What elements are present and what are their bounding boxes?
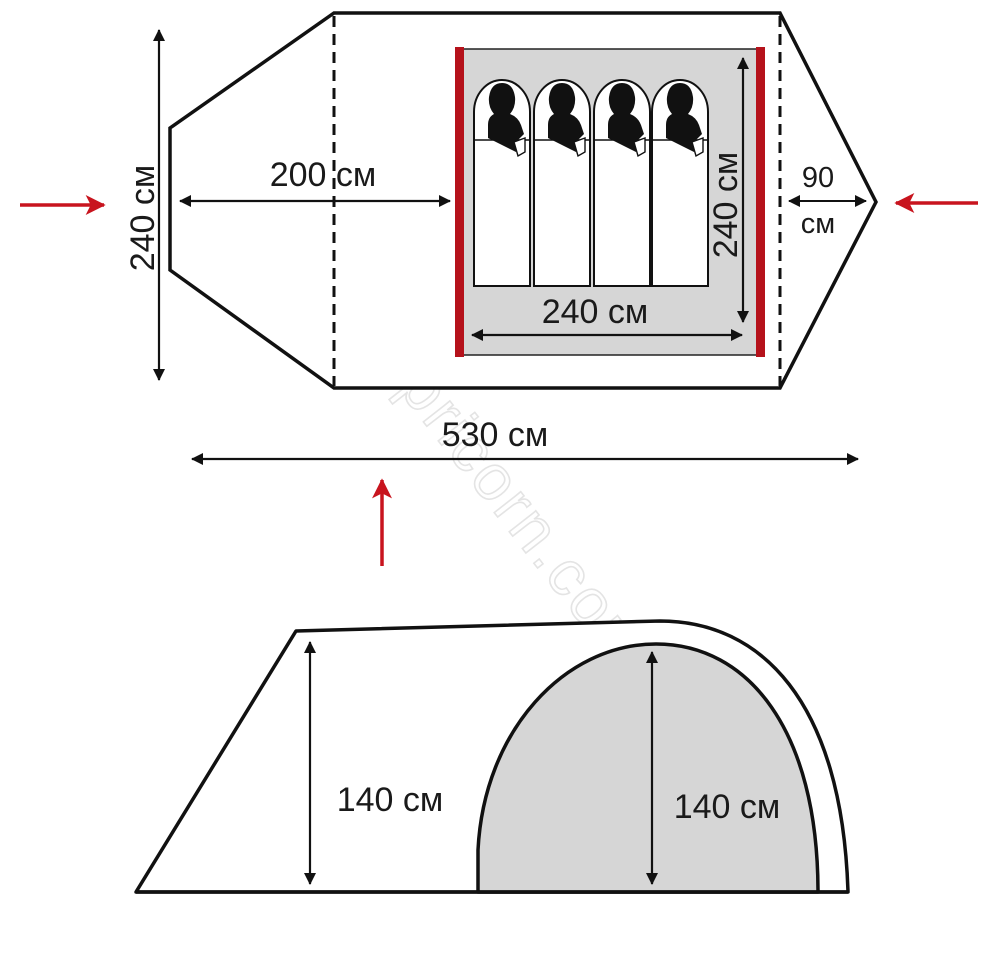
overall-width-label: 240 см (124, 165, 162, 272)
person-icon (608, 83, 644, 152)
sleeping-bag (473, 79, 531, 287)
pole-right (756, 47, 765, 357)
inner-width-label: 240 см (542, 293, 649, 331)
person-icon (488, 83, 524, 152)
inner-height-label: 140 см (674, 788, 781, 826)
rear-apse-unit: см (801, 208, 835, 240)
total-length-label: 530 см (442, 416, 549, 454)
sleeping-bag (593, 79, 651, 287)
rear-apse-value: 90 (802, 162, 834, 194)
inner-length-label: 240 см (707, 152, 745, 259)
sleeping-bag (533, 79, 591, 287)
vestibule-depth-label: 200 см (270, 156, 377, 194)
person-icon (548, 83, 584, 152)
sleeping-bag (651, 79, 709, 287)
side-view: 140 см 140 см (134, 619, 850, 894)
vestibule-height-label: 140 см (337, 781, 444, 819)
person-icon (666, 83, 702, 152)
pole-left (455, 47, 464, 357)
plan-view: 240 см 200 см 240 см 240 см 90 см 530 см (20, 11, 978, 566)
